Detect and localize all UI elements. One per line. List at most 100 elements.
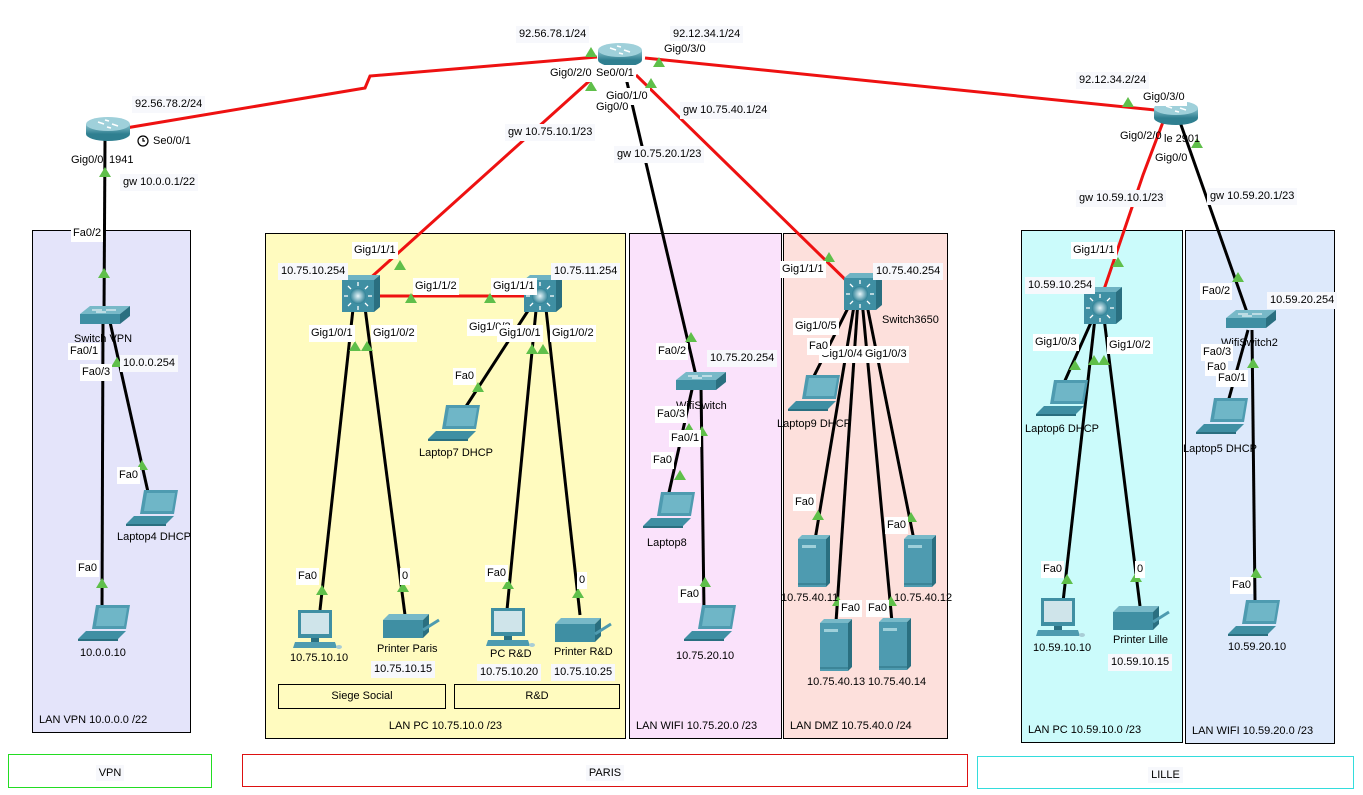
device-name: 10.0.0.10: [80, 647, 126, 659]
port-up-icon: [1250, 568, 1262, 578]
port-label: Se0/0/1: [153, 135, 191, 147]
port-up-icon: [397, 582, 409, 592]
link-lille-sw-laptop6[interactable]: [1061, 317, 1095, 386]
port-up-icon: [484, 293, 496, 303]
port-label: Fa0: [117, 467, 140, 484]
device-name: Laptop5 DHCP: [1183, 443, 1257, 455]
laptop-wifi-lille-icon[interactable]: [1228, 600, 1280, 636]
link-central-dmz[interactable]: [634, 73, 860, 294]
port-up-icon: [653, 57, 665, 67]
port-label: Gig1/0/2: [1107, 337, 1153, 354]
laptop-vpn-pc-icon[interactable]: [78, 605, 130, 641]
port-label: Gig1/1/1: [352, 242, 398, 259]
link-dmz-laptop9[interactable]: [810, 299, 854, 381]
zone-paris-lan-dmz: LAN DMZ 10.75.40.0 /24: [783, 233, 948, 739]
port-label: Gig0/3/0: [662, 41, 708, 58]
pc-siege-icon[interactable]: [293, 610, 342, 649]
link-dmz-server12[interactable]: [864, 299, 916, 541]
device-name: Laptop6 DHCP: [1025, 423, 1099, 435]
link-lille-wifi-laptop[interactable]: [1250, 329, 1257, 601]
pc-rnd-icon[interactable]: [486, 608, 535, 647]
server-dmz-12-icon[interactable]: [903, 534, 937, 588]
link-lille-sw-pc[interactable]: [1061, 317, 1097, 603]
port-label: Gig1/1/1: [780, 261, 826, 278]
laptop6-icon[interactable]: [1036, 380, 1088, 416]
ip-label: 10.59.20.254: [1267, 292, 1338, 309]
server-dmz-14-icon[interactable]: [878, 617, 912, 671]
ip-label: 92.56.78.1/24: [516, 26, 590, 43]
switch-paris-1[interactable]: [341, 274, 381, 313]
server-dmz-13-icon[interactable]: [819, 618, 853, 672]
ip-label: 10.75.10.254: [278, 263, 349, 280]
laptop-wifi-paris-icon[interactable]: [684, 605, 736, 641]
device-name: Switch VPN: [74, 333, 133, 345]
laptop8-icon[interactable]: [643, 492, 695, 528]
port-label: Gig1/1/1: [1071, 242, 1117, 259]
router-vpn-1941[interactable]: [85, 116, 131, 142]
switch-vpn[interactable]: [79, 305, 131, 325]
port-up-icon: [1191, 138, 1203, 148]
printer-lille-icon[interactable]: [1111, 604, 1171, 632]
port-up-icon: [1232, 272, 1244, 282]
laptop9-icon[interactable]: [788, 375, 840, 411]
ip-label: 10.75.10.20: [477, 664, 542, 681]
link-lille-router-pc[interactable]: [1095, 121, 1165, 311]
port-up-icon: [699, 577, 711, 587]
link-dmz-server11[interactable]: [813, 299, 857, 541]
port-label: Gig1/0/3: [1033, 334, 1079, 351]
port-label: Gig1/0/4: [819, 346, 865, 363]
link-central-wifi[interactable]: [624, 77, 699, 381]
device-name: 10.59.10.10: [1033, 642, 1092, 654]
port-label: Gig1/0/5: [793, 318, 839, 335]
port-up-icon: [361, 341, 373, 351]
port-label: Fa0/3: [655, 406, 688, 423]
port-label: 0: [400, 568, 411, 585]
laptop4-icon[interactable]: [126, 490, 178, 526]
region-paris: PARIS: [242, 754, 968, 787]
port-label: Gig1/0/1: [309, 325, 355, 342]
laptop7-icon[interactable]: [428, 405, 480, 441]
device-name: Printer Lille: [1113, 634, 1169, 646]
port-up-icon: [316, 585, 328, 595]
port-up-icon: [405, 293, 417, 303]
port-label: Se0/0/1: [594, 65, 636, 82]
zone-label: LAN WIFI 10.59.20.0 /23: [1192, 725, 1314, 737]
wan-link-central-vpn[interactable]: [119, 55, 598, 131]
port-label: Fa0: [76, 560, 99, 577]
port-up-icon: [472, 382, 484, 392]
port-up-icon: [674, 470, 686, 480]
zone-label: LAN PC 10.75.10.0 /23: [388, 720, 503, 732]
region-lille: LILLE: [977, 756, 1354, 789]
region-vpn: VPN: [8, 754, 212, 788]
pc-lille-icon[interactable]: [1036, 598, 1085, 637]
link-paris-sw1-printer[interactable]: [362, 299, 407, 616]
laptop5-icon[interactable]: [1196, 398, 1248, 434]
link-vpn-router-switch[interactable]: [102, 139, 107, 316]
ip-label: 10.75.11.254: [551, 263, 621, 280]
link-lille-wifi-laptop5[interactable]: [1226, 329, 1250, 403]
wan-link-central-lille[interactable]: [644, 56, 1156, 112]
port-label: Gig0/3/0: [1141, 89, 1187, 106]
link-paris-sw2-printerrnd[interactable]: [543, 299, 582, 616]
link-lille-router-wifi[interactable]: [1178, 121, 1251, 319]
port-label: Fa0/2: [1200, 283, 1233, 300]
switch-wifi-lille[interactable]: [1225, 309, 1277, 329]
port-up-icon: [1098, 355, 1110, 365]
switch-wifi-paris[interactable]: [675, 371, 727, 391]
port-up-icon: [96, 578, 108, 588]
port-up-icon: [502, 579, 514, 589]
ip-label: 92.56.78.2/24: [132, 96, 206, 113]
router-central[interactable]: [597, 42, 643, 68]
printer-rnd-icon[interactable]: [553, 616, 613, 644]
link-wifi-switch-laptop[interactable]: [699, 384, 706, 611]
zone-label: LAN WIFI 10.75.20.0 /23: [636, 720, 758, 732]
link-lille-sw-printer[interactable]: [1102, 317, 1142, 607]
printer-paris-icon[interactable]: [381, 612, 441, 640]
server-dmz-11-icon[interactable]: [797, 534, 831, 588]
gateway-label: gw 10.59.20.1/23: [1207, 188, 1298, 205]
device-name: 10.75.20.10: [676, 650, 735, 662]
device-name: Laptop4 DHCP: [117, 531, 191, 543]
link-paris-sw1-pc[interactable]: [318, 299, 356, 611]
port-up-icon: [1061, 574, 1073, 584]
ip-label: 10.59.10.254: [1025, 277, 1096, 294]
